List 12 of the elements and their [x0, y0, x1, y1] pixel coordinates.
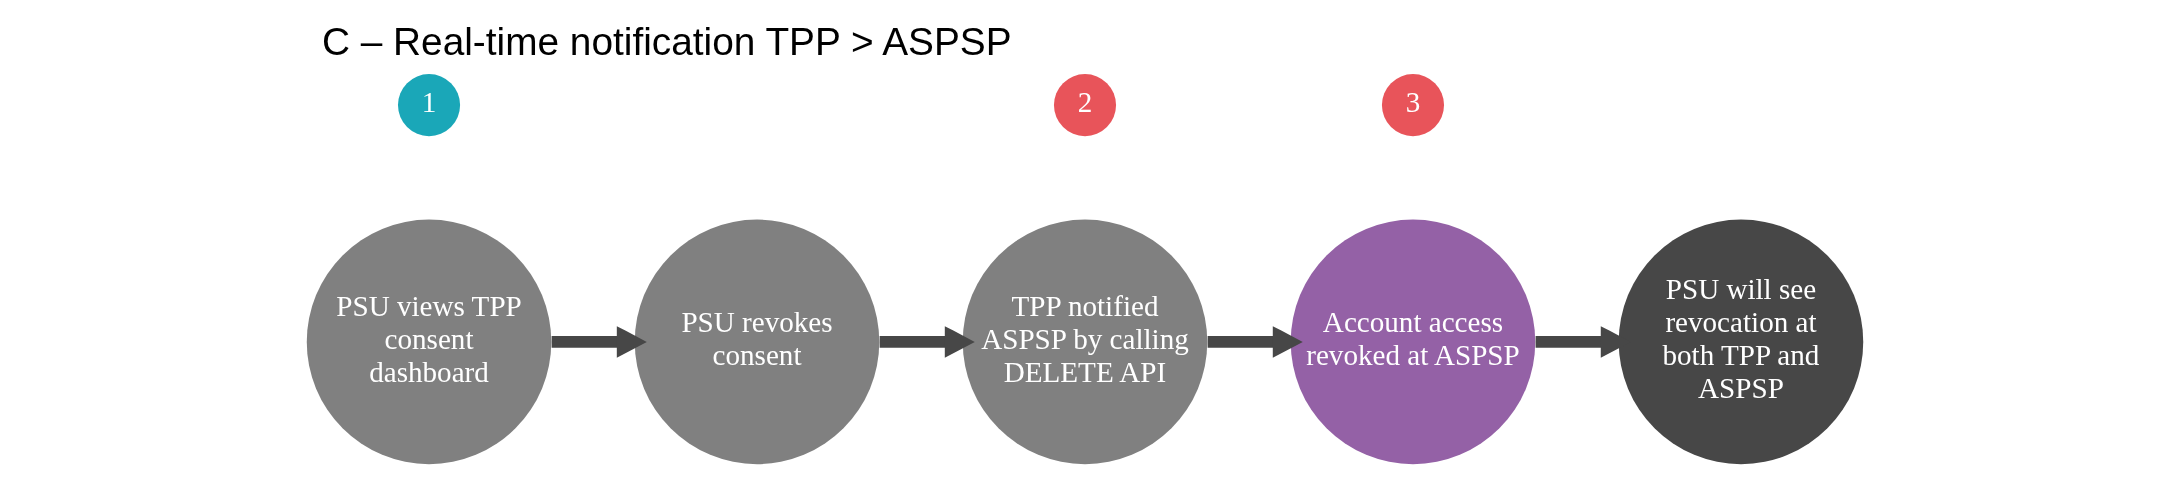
node-circle: Account access revoked at ASPSP: [1290, 219, 1536, 465]
node-circle: PSU revokes consent: [634, 219, 880, 465]
node-circle: 2: [1053, 74, 1117, 137]
node-circle: PSU views TPP consent dashboard: [306, 219, 552, 465]
diagram-title: C – Real-time notification TPP > ASPSP: [321, 19, 1012, 63]
node-circle: TPP notified ASPSP by calling DELETE API: [962, 219, 1208, 465]
node-circle: PSU will see revocation at both TPP and ASPSP: [1618, 219, 1864, 465]
arrow: [1207, 326, 1303, 358]
arrow: [879, 326, 975, 358]
node-circle: 1: [398, 74, 461, 137]
arrow: [551, 326, 647, 358]
node-circle: 3: [1381, 74, 1445, 137]
